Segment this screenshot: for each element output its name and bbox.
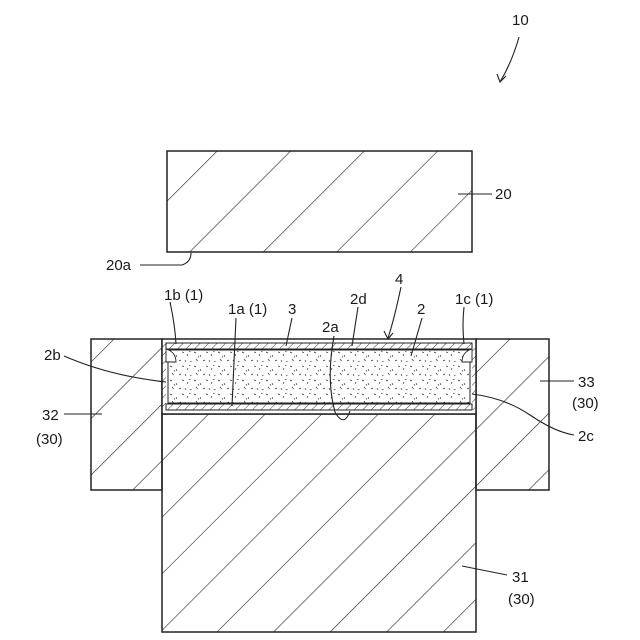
label-20: 20 [495,186,512,203]
label-3: 3 [288,301,296,318]
label-32-group: (30) [36,431,63,448]
side-die-33 [476,339,549,490]
label-33-group: (30) [572,395,599,412]
label-2d: 2d [350,291,367,308]
label-31: 31 [512,569,529,586]
label-33: 33 [578,374,595,391]
leader-4 [388,287,401,338]
leader-20a [140,253,191,265]
laminate-structure-4 [162,339,476,414]
label-1b: 1b (1) [164,287,203,304]
label-2b: 2b [44,347,61,364]
leader-1b [170,302,176,344]
label-4: 4 [395,271,403,288]
leader-10 [500,37,519,82]
label-1a: 1a (1) [228,301,267,318]
label-31-group: (30) [508,591,535,608]
label-10: 10 [512,12,529,29]
label-20a: 20a [106,257,132,274]
arrowhead-10 [497,74,506,82]
lower-die-31 [162,414,476,632]
upper-die-20 [167,151,472,252]
label-2a: 2a [322,319,339,336]
label-2: 2 [417,301,425,318]
label-2c: 2c [578,428,594,445]
label-1c: 1c (1) [455,291,493,308]
leader-1c [463,307,464,344]
label-32: 32 [42,407,59,424]
